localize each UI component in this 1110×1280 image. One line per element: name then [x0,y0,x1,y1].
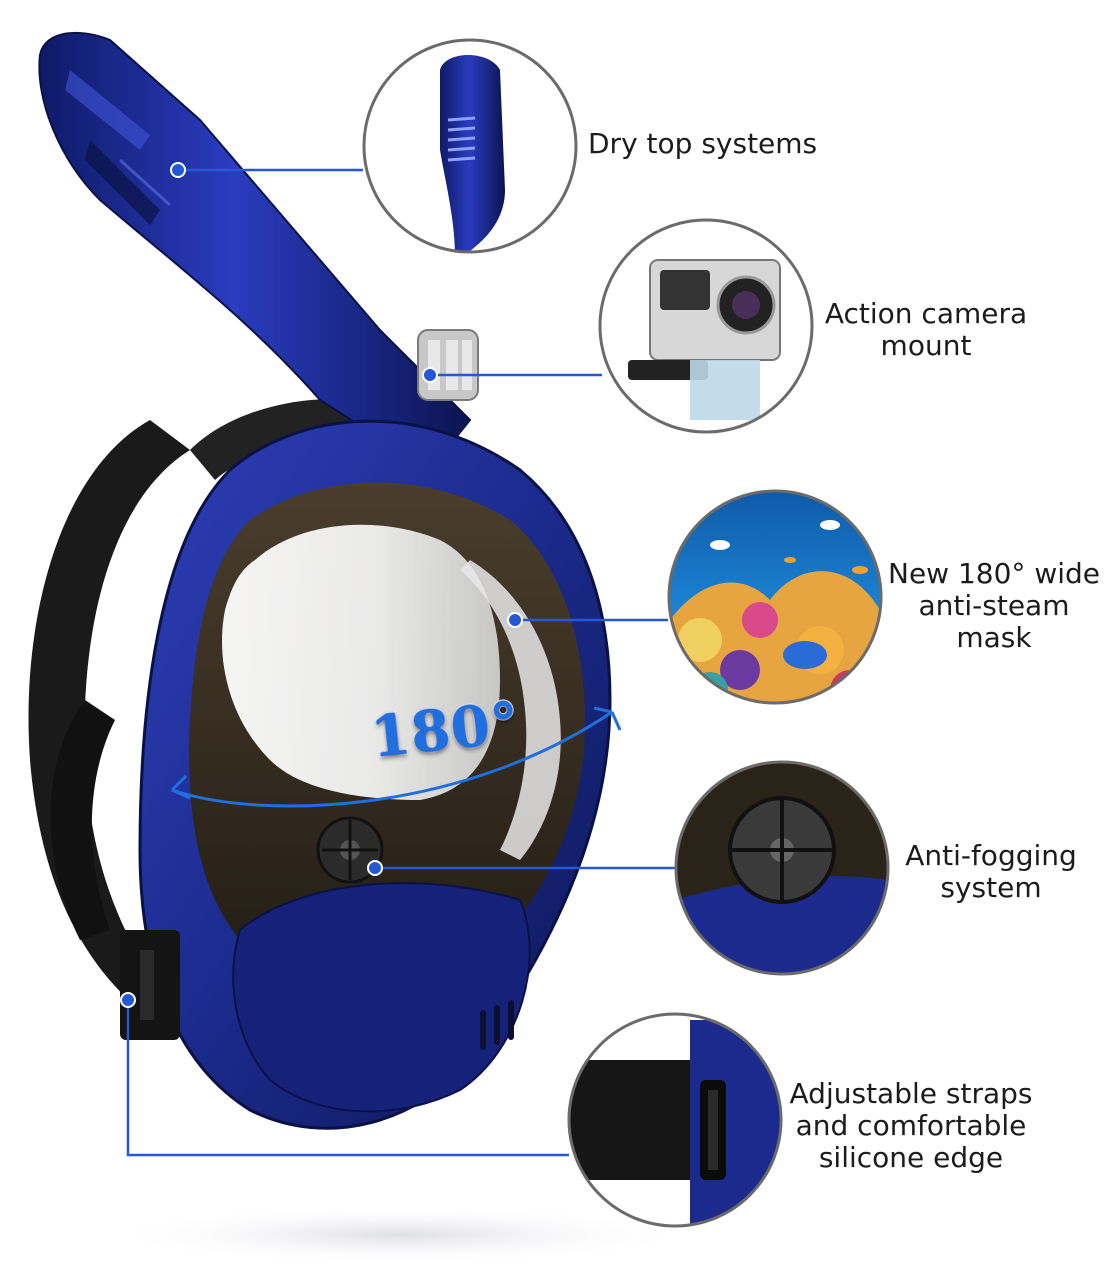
camera-icon [598,218,814,434]
wide-mask-label-line: mask [956,621,1032,654]
snorkel-top-icon [362,38,578,254]
anti-fog-label: Anti-fogging system [886,840,1096,904]
camera-mount-label: Action camera mount [812,298,1040,362]
anti-fog-label-line: Anti-fogging [905,839,1077,872]
camera-mount-label-line: Action camera [824,297,1028,330]
coral-reef-icon [667,489,883,705]
camera-mount-label-line: mount [880,329,972,362]
wide-mask-label-line: New 180° wide [888,557,1100,590]
straps-label-line: and comfortable [795,1109,1027,1142]
dry-top-label-line: Dry top systems [588,127,818,160]
head-strap [28,399,350,1010]
strap-icon [567,1012,783,1228]
valve-icon [674,760,890,976]
straps-label-line: silicone edge [818,1141,1004,1174]
mask-body [120,419,612,1130]
wide-mask-label-line: anti-steam [918,589,1070,622]
camera-mount-part [417,329,479,401]
straps-label-line: Adjustable straps [789,1077,1033,1110]
dry-top-label: Dry top systems [588,128,848,160]
wide-view-arrow [170,706,622,808]
callout-lines [126,168,676,1157]
anti-fog-label-line: system [940,871,1042,904]
straps-label: Adjustable straps and comfortable silico… [780,1078,1042,1174]
wide-mask-label: New 180° wide anti-steam mask [880,558,1108,654]
callout-dots [120,162,523,1008]
snorkel-tube [38,31,472,472]
floor-reflection [100,1205,700,1265]
